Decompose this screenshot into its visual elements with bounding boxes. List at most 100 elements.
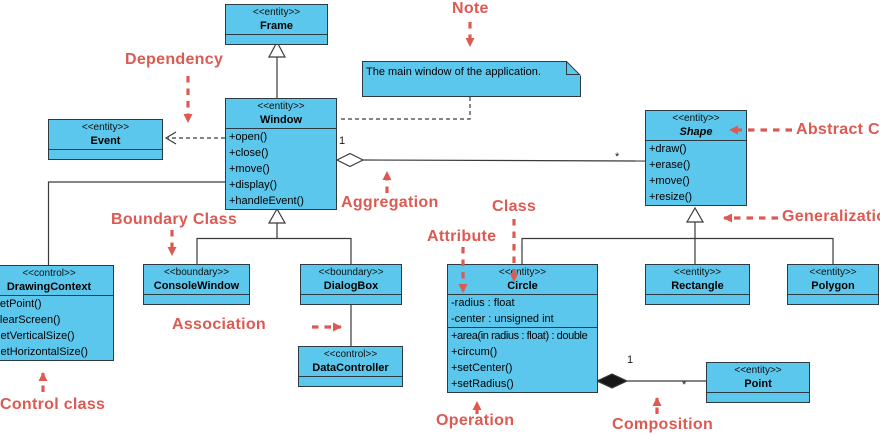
annotation-abstract-class: Abstract Class (796, 121, 880, 138)
empty-compartment (646, 294, 749, 304)
class-frame[interactable]: <<entity>> Frame (225, 4, 328, 45)
operation: +resize() (649, 191, 693, 203)
operation: +setCenter() (451, 362, 513, 374)
class-header: <<entity>> Polygon (788, 265, 878, 294)
operation: +getHorizontalSize() (0, 346, 88, 358)
note-text: The main window of the application. (366, 66, 541, 78)
annotation-composition: Composition (612, 416, 714, 433)
class-name: Window (259, 114, 303, 126)
class-header: <<boundary>> ConsoleWindow (144, 265, 249, 294)
class-header: <<control>> DataController (299, 347, 402, 376)
generalization-window-frame (268, 40, 286, 99)
class-event[interactable]: <<entity>> Event (48, 119, 163, 160)
class-name: Point (744, 378, 772, 390)
multiplicity-aggregation-1: 1 (339, 135, 346, 147)
class-name: DrawingContext (6, 281, 92, 293)
stereotype: <<entity>> (81, 122, 130, 133)
class-polygon[interactable]: <<entity>> Polygon (787, 264, 879, 305)
operation: +open() (229, 131, 268, 143)
empty-compartment (49, 149, 162, 159)
class-header: <<control>> DrawingContext (0, 266, 113, 295)
stereotype: <<boundary>> (318, 267, 384, 278)
operation: +display() (229, 179, 277, 191)
annotation-class: Class (492, 198, 537, 215)
multiplicity-composition-1: 1 (627, 354, 634, 366)
class-name: Polygon (811, 280, 855, 292)
class-dialogbox[interactable]: <<boundary>> DialogBox (300, 264, 402, 305)
operation: +draw() (649, 143, 687, 155)
operation: +getVerticalSize() (0, 330, 75, 342)
class-name: Event (90, 135, 121, 147)
annotation-association: Association (172, 316, 266, 333)
annotation-generalization: Generalization (782, 208, 880, 225)
class-name: Circle (507, 280, 538, 292)
class-header: <<entity>> Event (49, 120, 162, 149)
operations-compartment: +draw() +erase() +move() +resize() (646, 140, 746, 205)
note-fold-icon (566, 61, 581, 76)
operation: +handleEvent() (229, 195, 304, 207)
stereotype: <<entity>> (734, 365, 782, 376)
dependency-window-event (164, 131, 225, 145)
aggregation-diamond-icon (335, 152, 365, 168)
operation: +setRadius() (451, 378, 514, 390)
class-name: ConsoleWindow (153, 280, 240, 292)
annotation-operation: Operation (436, 412, 515, 429)
class-shape[interactable]: <<entity>> Shape +draw() +erase() +move(… (645, 110, 747, 206)
class-header: <<boundary>> DialogBox (301, 265, 401, 294)
class-header: <<entity>> Shape (646, 111, 746, 140)
operations-compartment: +setPoint() +clearScreen() +getVerticalS… (0, 295, 113, 360)
class-header: <<entity>> Window (226, 99, 336, 128)
empty-compartment (144, 294, 249, 304)
class-header: <<entity>> Rectangle (646, 265, 749, 294)
multiplicity-aggregation-many: * (615, 151, 620, 163)
empty-compartment (301, 294, 401, 304)
uml-note[interactable]: The main window of the application. (362, 61, 581, 97)
empty-compartment (299, 376, 402, 386)
class-window[interactable]: <<entity>> Window +open() +close() +move… (225, 98, 337, 210)
stereotype: <<entity>> (498, 267, 547, 278)
class-name: Shape (679, 126, 713, 138)
operation: +setPoint() (0, 298, 42, 310)
class-name: DataController (312, 362, 389, 374)
attribute: -center : unsigned int (451, 313, 554, 325)
annotation-aggregation: Aggregation (341, 194, 439, 211)
stereotype: <<boundary>> (163, 267, 230, 278)
annotation-boundary-class: Boundary Class (111, 211, 238, 228)
class-circle[interactable]: <<entity>> Circle -radius : float -cente… (447, 264, 598, 393)
operation: +erase() (649, 159, 691, 171)
aggregation-window-shape (335, 152, 647, 168)
operation: +move() (649, 175, 690, 187)
class-drawingcontext[interactable]: <<control>> DrawingContext +setPoint() +… (0, 265, 114, 361)
annotation-control-class: Control class (0, 396, 106, 413)
class-header: <<entity>> Circle (448, 265, 597, 294)
multiplicity-composition-many: * (682, 379, 687, 391)
stereotype: <<entity>> (673, 267, 722, 278)
note-anchor (338, 97, 471, 120)
stereotype: <<control>> (323, 349, 378, 360)
empty-compartment (226, 34, 327, 44)
operation: +clearScreen() (0, 314, 61, 326)
operation: +circum() (451, 346, 498, 358)
attributes-compartment: -radius : float -center : unsigned int (448, 294, 597, 327)
empty-compartment (707, 392, 809, 402)
stereotype: <<control>> (22, 268, 76, 279)
class-name: Frame (259, 20, 294, 32)
annotation-attribute: Attribute (427, 228, 497, 245)
class-datacontroller[interactable]: <<control>> DataController (298, 346, 403, 387)
class-consolewindow[interactable]: <<boundary>> ConsoleWindow (143, 264, 250, 305)
stereotype: <<entity>> (809, 267, 857, 278)
class-header: <<entity>> Frame (226, 5, 327, 34)
class-name: DialogBox (323, 280, 379, 292)
class-name: Rectangle (671, 280, 724, 292)
composition-diamond-icon (595, 373, 629, 389)
stereotype: <<entity>> (257, 101, 305, 112)
operations-compartment: +area(in radius : float) : double +circu… (448, 327, 597, 392)
attribute: -radius : float (451, 297, 515, 309)
operations-compartment: +open() +close() +move() +display() +han… (226, 128, 336, 209)
annotation-dependency: Dependency (125, 51, 224, 68)
class-rectangle[interactable]: <<entity>> Rectangle (645, 264, 750, 305)
operation: +close() (229, 147, 269, 159)
class-point[interactable]: <<entity>> Point (706, 362, 810, 403)
operation: +move() (229, 163, 270, 175)
